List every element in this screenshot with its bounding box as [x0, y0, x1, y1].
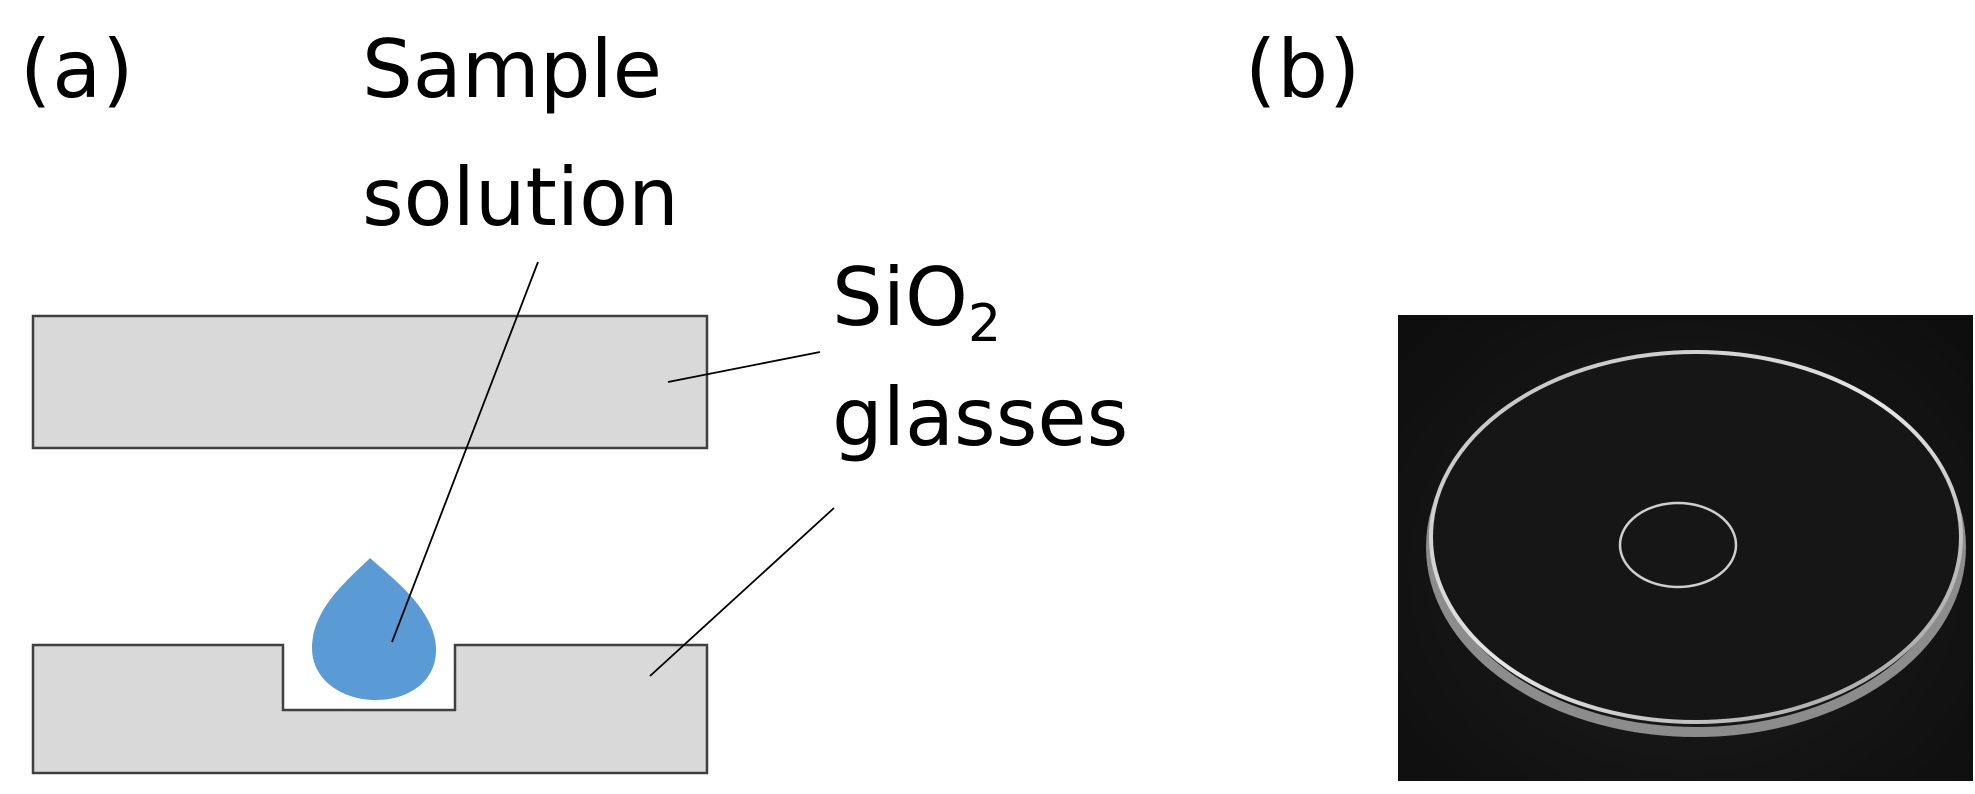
sample-leader-line	[391, 261, 539, 643]
bottom-glass-plate	[31, 643, 709, 775]
disk-top-surface	[1429, 350, 1963, 724]
sample-solution-label-line1: Sample	[362, 23, 662, 116]
bottom-plate-leader-line	[649, 507, 835, 677]
top-glass-plate	[31, 314, 709, 450]
sample-solution-label-line2: solution	[362, 151, 679, 244]
glass-disk-photo	[1398, 315, 1973, 781]
disk-center-well	[1618, 501, 1738, 589]
panel-b-label: (b)	[1245, 23, 1362, 116]
sio2-label: SiO2	[832, 258, 1001, 351]
sio2-label-main: SiO	[832, 251, 968, 344]
top-plate-leader-line	[667, 351, 821, 383]
glass-disk-illustration	[1426, 350, 1966, 737]
panel-a-label: (a)	[20, 23, 135, 116]
sample-droplet	[312, 558, 436, 700]
sio2-label-subscript: 2	[967, 294, 1002, 354]
glasses-label: glasses	[832, 371, 1129, 464]
